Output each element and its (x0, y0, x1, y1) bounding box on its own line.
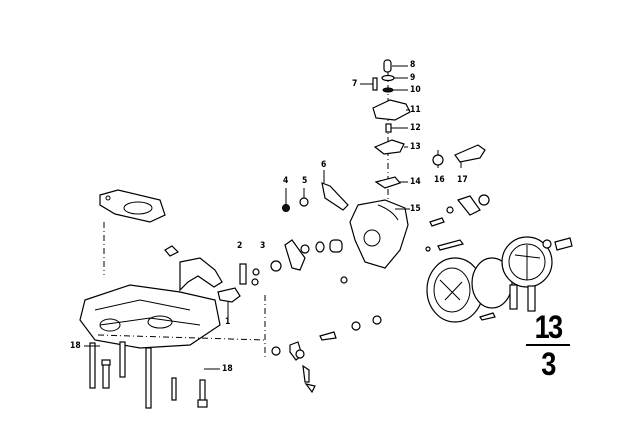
callout-17: 17 (457, 175, 468, 185)
flange-gasket[interactable] (99, 189, 166, 223)
part-17-lever[interactable] (454, 144, 486, 163)
part-10-ring[interactable] (382, 87, 394, 93)
float-cover[interactable] (501, 236, 553, 312)
callout-7: 7 (352, 79, 358, 89)
cover-screw[interactable] (554, 237, 573, 251)
callout-5: 5 (302, 176, 308, 186)
callout-18-left: 18 (70, 341, 81, 351)
group-badge: 13 3 (526, 309, 570, 382)
callout-18-right: 18 (222, 364, 233, 374)
lower-linkage (271, 276, 382, 394)
callout-11: 11 (410, 105, 421, 115)
part-4-nut[interactable] (282, 204, 290, 212)
part-3-clip[interactable] (252, 268, 260, 276)
part-9-seal[interactable] (381, 74, 395, 82)
body-studs (89, 341, 208, 409)
callout-8: 8 (410, 60, 416, 70)
callout-15: 15 (410, 204, 421, 214)
callout-12: 12 (410, 123, 421, 133)
carburetor-body[interactable] (79, 284, 221, 349)
assembly-line (97, 334, 266, 341)
part-15-housing[interactable] (349, 199, 409, 269)
part-16-nut[interactable] (432, 154, 444, 166)
callout-10: 10 (410, 85, 421, 95)
callout-1: 1 (225, 317, 231, 327)
callout-9: 9 (410, 73, 416, 83)
callout-3: 3 (260, 241, 266, 251)
lever-arm[interactable] (284, 239, 306, 271)
callout-13: 13 (410, 142, 421, 152)
part-1-lever[interactable] (217, 287, 241, 303)
part-12-spring[interactable] (385, 123, 392, 133)
small-hardware (425, 194, 496, 321)
throttle-linkage[interactable] (164, 245, 223, 292)
callout-2: 2 (237, 241, 243, 251)
part-13-diaphragm[interactable] (373, 139, 405, 155)
callout-6: 6 (321, 160, 327, 170)
part-6-lever[interactable] (321, 182, 349, 211)
badge-divider (526, 344, 570, 346)
gasket-ring[interactable] (471, 257, 513, 309)
float-chamber[interactable] (426, 257, 484, 323)
callout-16: 16 (434, 175, 445, 185)
part-14-gasket[interactable] (374, 176, 402, 189)
part-8-plunger[interactable] (383, 59, 392, 73)
callout-14: 14 (410, 177, 421, 187)
part-7-screw[interactable] (372, 77, 378, 91)
callout-4: 4 (283, 176, 289, 186)
part-11-cover[interactable] (372, 99, 411, 121)
part-2-link[interactable] (239, 263, 247, 285)
subgroup-number: 3 (541, 346, 556, 382)
group-number: 13 (534, 309, 564, 345)
part-5-washer[interactable] (299, 197, 309, 207)
